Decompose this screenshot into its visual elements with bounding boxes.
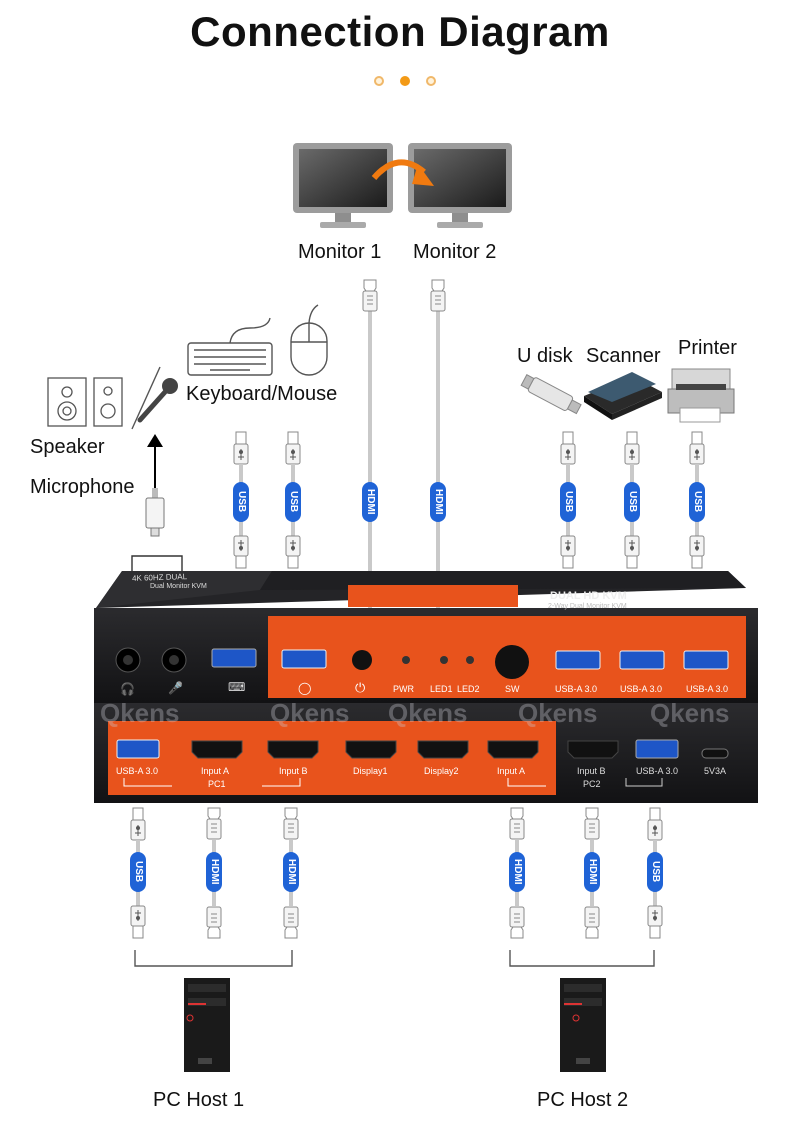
hdmi-tag: HDMI	[430, 482, 446, 522]
kvm-top-unit	[94, 571, 758, 703]
scanner-label: Scanner	[586, 345, 661, 367]
pc-host-2-label: PC Host 2	[537, 1089, 629, 1111]
hdmi-tag: HDMI	[362, 482, 378, 522]
kvm-badge: 4K 60HZ DUAL	[131, 572, 188, 583]
watermark: Qkens	[270, 698, 350, 728]
monitor-1-label: Monitor 1	[298, 241, 382, 263]
monitor-2-label: Monitor 2	[413, 241, 497, 263]
diagram-title: Connection Diagram	[190, 8, 610, 55]
dot-3	[426, 76, 436, 86]
mouse-icon	[290, 304, 328, 376]
usb-front-2-label: USB-A 3.0	[620, 684, 663, 694]
speaker-icon	[47, 377, 123, 427]
hdmi-tag: HDMI	[509, 852, 525, 892]
pwr-label: PWR	[393, 684, 414, 694]
watermark: Qkens	[100, 698, 180, 728]
usb-tag: USB	[624, 482, 640, 522]
usb-flash-drive-icon	[520, 374, 582, 415]
usb-tag: USB	[233, 482, 249, 522]
kvm-bottom-unit	[94, 703, 758, 803]
rear-input-b-pc2-label: Input B	[577, 766, 606, 776]
watermark: Qkens	[518, 698, 598, 728]
pagination-dots	[370, 74, 440, 90]
rear-pc2-label: PC2	[583, 779, 601, 789]
hdmi-tag: HDMI	[584, 852, 600, 892]
usb-front-3-label: USB-A 3.0	[686, 684, 729, 694]
hdmi-tag: HDMI	[283, 852, 299, 892]
rear-display2-label: Display2	[424, 766, 459, 776]
hdmi-tag: HDMI	[206, 852, 222, 892]
rear-input-a-pc2-label: Input A	[497, 766, 526, 776]
mic-port-icon: 🎤	[168, 681, 183, 695]
rear-input-a-pc1-label: Input A	[201, 766, 230, 776]
keyboard-icon	[187, 317, 273, 376]
rear-input-b-pc1-label: Input B	[279, 766, 308, 776]
usb-front-1-label: USB-A 3.0	[555, 684, 598, 694]
usb-tag: USB	[560, 482, 576, 522]
led1-label: LED1	[430, 684, 453, 694]
usb-tag: USB	[647, 852, 663, 892]
power-icon: ⏻	[355, 680, 366, 695]
speaker-label: Speaker	[30, 436, 105, 458]
printer-icon	[667, 368, 735, 423]
led2-label: LED2	[457, 684, 480, 694]
watermark: Qkens	[650, 698, 730, 728]
rear-power-label: 5V3A	[704, 766, 727, 776]
scanner-icon	[584, 372, 662, 420]
u-disk-label: U disk	[517, 345, 573, 367]
keyboard-mouse-label: Keyboard/Mouse	[186, 383, 338, 405]
kvm-badge-sub: Dual Monitor KVM	[150, 583, 207, 590]
audio-jack-icon	[145, 488, 165, 537]
microphone-icon	[137, 378, 178, 423]
monitor-1-icon	[293, 143, 393, 228]
printer-label: Printer	[678, 337, 737, 359]
keyboard-port-icon: ⌨	[228, 680, 246, 694]
mouse-port-icon: ◯	[298, 681, 312, 695]
kvm-brand-sub: 2-Way Dual Monitor KVM	[548, 603, 627, 610]
pc-host-1-label: PC Host 1	[153, 1089, 245, 1111]
rear-usb-pc1-label: USB-A 3.0	[116, 766, 159, 776]
sw-label: SW	[505, 684, 520, 694]
rear-display1-label: Display1	[353, 766, 388, 776]
pc-tower-2-icon	[560, 978, 606, 1072]
microphone-label: Microphone	[30, 476, 135, 498]
kvm-brand-title: DUAL HD KVM	[550, 590, 627, 602]
watermark: Qkens	[388, 698, 468, 728]
monitor-2-icon	[408, 143, 512, 228]
usb-tag: USB	[285, 482, 301, 522]
pc-tower-1-icon	[184, 978, 230, 1072]
rear-usb-pc2-label: USB-A 3.0	[636, 766, 679, 776]
usb-tag: USB	[130, 852, 146, 892]
dot-2-active	[400, 76, 410, 86]
headphone-icon: 🎧	[120, 682, 135, 696]
rear-pc1-label: PC1	[208, 779, 226, 789]
dot-1	[374, 76, 384, 86]
usb-tag: USB	[689, 482, 705, 522]
